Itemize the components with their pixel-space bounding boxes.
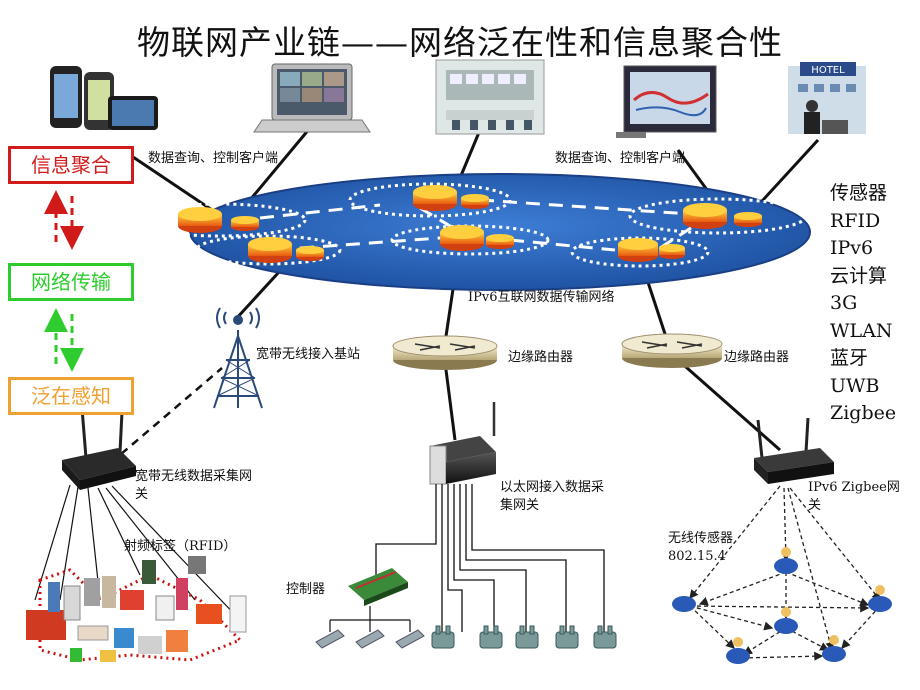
ethernet-cables <box>375 484 605 632</box>
sensor-802-label: 无线传感器802.15.4 <box>668 531 734 564</box>
edge-router-1-label: 边缘路由器 <box>508 350 574 365</box>
client-left-label: 数据查询、控制客户端 <box>148 151 279 166</box>
edge-router-2-label: 边缘路由器 <box>724 350 790 365</box>
wireless-gateway-icon <box>62 407 136 490</box>
tech-item: RFID <box>830 209 881 232</box>
zigbee-gateway-icon <box>754 417 834 484</box>
tech-item: UWB <box>830 374 880 397</box>
controller-label: 控制器 <box>286 582 326 597</box>
hotel-icon: HOTEL <box>788 62 866 134</box>
ethernet-gateway-label: 以太网接入数据采集网关 <box>500 480 605 513</box>
layer-arrows <box>44 190 84 372</box>
hotel-sign: HOTEL <box>811 65 845 76</box>
layer-sensing: 泛在感知 <box>8 377 134 415</box>
network-rings <box>133 182 808 268</box>
smartphone-icon <box>50 66 158 130</box>
tech-item: 传感器 <box>830 182 888 204</box>
laptop-icon <box>253 63 371 133</box>
wireless-link <box>99 367 223 473</box>
controller-icon <box>329 568 411 632</box>
ipv6-network-label: IPv6互联网数据传输网络 <box>468 290 615 305</box>
zigbee-gateway-label: IPv6 Zigbee网关 <box>808 480 900 513</box>
core-routers <box>178 185 762 263</box>
tech-item: 云计算 <box>830 264 888 287</box>
backbone-links <box>259 198 701 252</box>
tech-item: Zigbee <box>830 402 897 424</box>
switch-icon <box>429 402 496 485</box>
rfid-tags-label: 射频标签（RFID） <box>124 539 237 554</box>
sensor-node-icons <box>431 625 617 649</box>
tech-item: WLAN <box>830 319 893 342</box>
control-room-icon <box>435 59 545 135</box>
actuator-icons <box>315 629 425 649</box>
router-icon-2 <box>621 333 723 368</box>
layer-aggregation: 信息聚合 <box>8 146 134 184</box>
rfid-items <box>26 556 247 662</box>
zigbee-sensor-nodes <box>672 547 892 664</box>
tech-item: IPv6 <box>830 237 874 259</box>
base-station-label: 宽带无线接入基站 <box>256 347 361 362</box>
router-icon-1 <box>392 335 498 370</box>
tech-item: 3G <box>830 292 858 314</box>
page-title: 物联网产业链——网络泛在性和信息聚合性 <box>137 23 783 62</box>
tech-item: 蓝牙 <box>830 347 869 369</box>
client-right-label: 数据查询、控制客户端 <box>555 151 686 166</box>
wireless-gateway-label: 宽带无线数据采集网关 <box>135 469 253 502</box>
technology-list: 传感器 RFID IPv6 云计算 3G WLAN 蓝牙 UWB Zigbee <box>830 180 896 428</box>
antenna-tower-icon <box>213 307 263 409</box>
monitor-map-icon <box>616 65 717 138</box>
layer-transport: 网络传输 <box>8 263 134 301</box>
